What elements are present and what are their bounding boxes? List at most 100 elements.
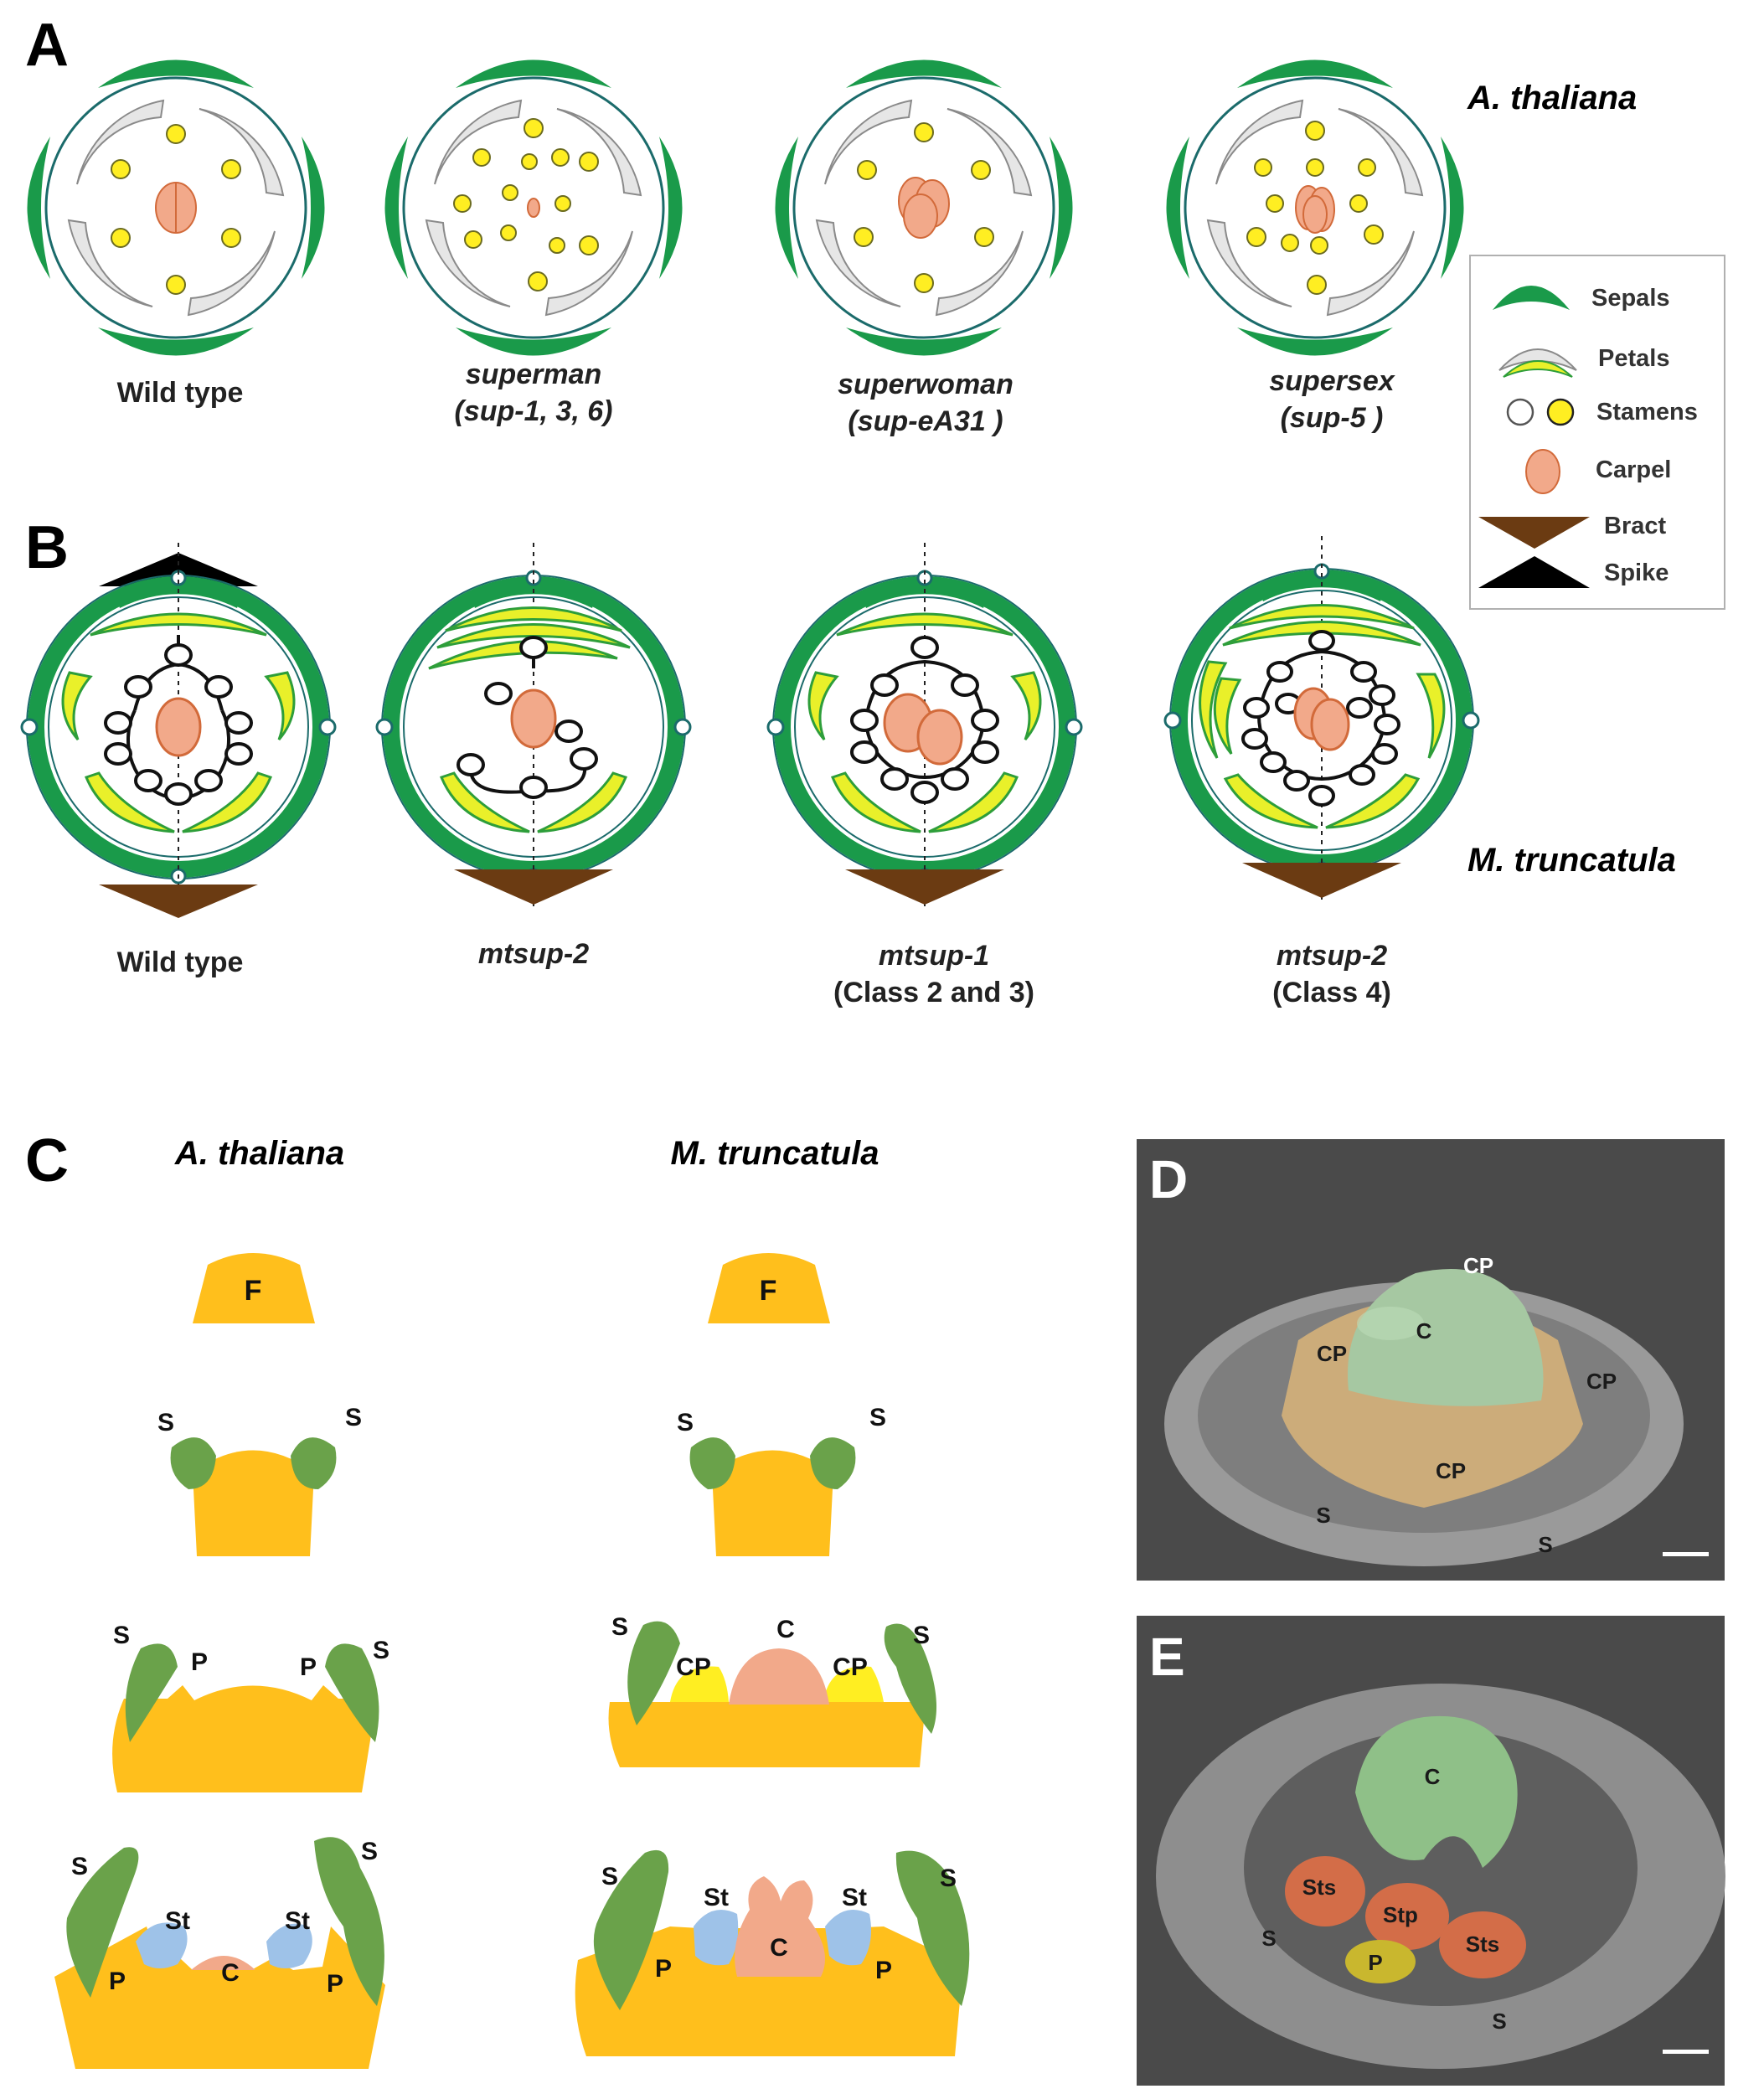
svg-text:S: S (913, 1622, 930, 1649)
svg-text:CP: CP (833, 1653, 868, 1681)
floral-diagram-b-mtsup-2 (377, 543, 690, 911)
development-stage-2-m-truncatula: S S (677, 1404, 886, 1556)
legend-spike: Spike (1604, 560, 1669, 586)
legend-bract-symbol (1478, 517, 1590, 549)
floral-diagram-b-mtsup-1 (768, 543, 1081, 911)
svg-text:P: P (109, 1968, 126, 1995)
svg-text:CP: CP (1317, 1341, 1347, 1366)
panel-b-caption-3b: (Class 2 and 3) (833, 977, 1034, 1008)
legend-sepal-symbol (1493, 286, 1570, 310)
bract-symbol (99, 885, 258, 918)
svg-text:F: F (245, 1275, 262, 1307)
panel-b-caption-2: mtsup-2 (478, 938, 589, 970)
panel-c-label: C (25, 1127, 69, 1194)
svg-text:S: S (157, 1409, 174, 1436)
svg-text:S: S (677, 1409, 694, 1436)
panel-b-caption-4b: (Class 4) (1272, 977, 1391, 1008)
panel-a-caption-3b: (sup-eA31 ) (848, 405, 1003, 437)
floral-diagram-a-superwoman (774, 59, 1074, 357)
development-stage-4-a-thaliana: S S St St C P P (54, 1837, 385, 2069)
svg-text:CP: CP (1586, 1369, 1617, 1394)
svg-text:S: S (611, 1613, 628, 1641)
development-stage-3-a-thaliana: S S P P (112, 1622, 389, 1792)
svg-text:S: S (373, 1637, 389, 1664)
legend-carpel-symbol (1525, 449, 1560, 494)
svg-text:S: S (940, 1864, 957, 1892)
svg-text:S: S (345, 1404, 362, 1431)
svg-text:S: S (1538, 1532, 1552, 1557)
svg-text:St: St (285, 1907, 310, 1935)
panel-c-a-thaliana-label: A. thaliana (174, 1135, 344, 1172)
legend-stamens: Stamens (1596, 399, 1698, 426)
development-stage-1-m-truncatula: F (708, 1253, 830, 1323)
sem-micrograph-e: E C Sts Stp Sts P S S (1137, 1616, 1725, 2086)
panel-a-caption-2b: (sup-1, 3, 6) (455, 395, 613, 427)
svg-text:CP: CP (1463, 1253, 1493, 1278)
floral-diagram-b-wild-type (22, 543, 335, 918)
sem-micrograph-d: D CP C CP CP CP S S (1137, 1139, 1725, 1581)
svg-text:S: S (869, 1404, 886, 1431)
svg-text:F: F (760, 1275, 777, 1307)
svg-text:S: S (71, 1853, 88, 1880)
panel-a-caption-4: supersex (1269, 365, 1395, 397)
development-stage-3-m-truncatula: S S C CP CP (608, 1613, 937, 1767)
svg-text:C: C (770, 1934, 788, 1962)
legend-spike-symbol (1478, 556, 1590, 588)
panel-a-caption-1: Wild type (117, 377, 244, 409)
legend-carpel: Carpel (1596, 456, 1671, 483)
svg-text:St: St (165, 1907, 190, 1935)
legend-bract: Bract (1604, 513, 1666, 539)
svg-text:P: P (300, 1653, 317, 1681)
species-m-truncatula-label: M. truncatula (1467, 842, 1676, 879)
svg-text:Sts: Sts (1302, 1875, 1336, 1900)
svg-text:S: S (1261, 1926, 1276, 1951)
panel-a-caption-2: superman (466, 358, 602, 390)
species-a-thaliana-label: A. thaliana (1467, 80, 1637, 116)
svg-text:P: P (327, 1970, 343, 1998)
svg-text:P: P (1368, 1950, 1382, 1975)
svg-text:Stp: Stp (1383, 1902, 1418, 1927)
svg-text:P: P (191, 1648, 208, 1676)
development-stage-4-m-truncatula: S S St St C P P (575, 1849, 970, 2056)
svg-text:CP: CP (1436, 1458, 1466, 1483)
svg-text:S: S (601, 1863, 618, 1890)
floral-diagram-b-mtsup-2-class4 (1165, 536, 1478, 905)
svg-text:S: S (1316, 1503, 1330, 1528)
legend-petals: Petals (1598, 345, 1669, 372)
floral-diagram-a-wild-type (26, 59, 326, 357)
svg-text:C: C (776, 1616, 795, 1643)
svg-text:S: S (361, 1838, 378, 1865)
svg-text:C: C (1425, 1764, 1441, 1789)
development-stage-1-a-thaliana: F (193, 1253, 315, 1323)
svg-text:S: S (1492, 2009, 1506, 2034)
panel-b-caption-4: mtsup-2 (1277, 940, 1387, 972)
panel-e-label: E (1149, 1627, 1185, 1687)
svg-text:St: St (842, 1884, 867, 1911)
panel-c-m-truncatula-label: M. truncatula (671, 1135, 879, 1172)
svg-text:C: C (221, 1959, 240, 1987)
floral-diagram-a-superman (384, 59, 683, 357)
svg-text:C: C (1416, 1318, 1432, 1344)
panel-b-label: B (25, 514, 69, 581)
svg-text:CP: CP (676, 1653, 711, 1681)
legend: Sepals Petals Stamens Carpel Bract Spike (1469, 255, 1725, 610)
legend-stamen-yellow (1546, 398, 1575, 426)
svg-text:S: S (113, 1622, 130, 1649)
panel-a-caption-3: superwoman (838, 369, 1014, 400)
panel-b-caption-3: mtsup-1 (879, 940, 989, 972)
panel-b-caption-1: Wild type (117, 946, 244, 978)
development-stage-2-a-thaliana: S S (157, 1404, 362, 1556)
panel-a-label: A (25, 12, 69, 79)
floral-diagram-a-supersex (1165, 59, 1465, 357)
svg-text:St: St (704, 1884, 729, 1911)
svg-text:Sts: Sts (1466, 1932, 1499, 1957)
legend-sepals: Sepals (1591, 285, 1670, 312)
legend-stamen-white (1506, 398, 1534, 426)
spike-symbol (99, 553, 258, 586)
panel-d-label: D (1149, 1149, 1188, 1209)
legend-petal-symbol (1498, 348, 1577, 378)
svg-text:P: P (655, 1955, 672, 1983)
svg-text:P: P (875, 1957, 892, 1984)
panel-a-caption-4b: (sup-5 ) (1281, 402, 1384, 434)
